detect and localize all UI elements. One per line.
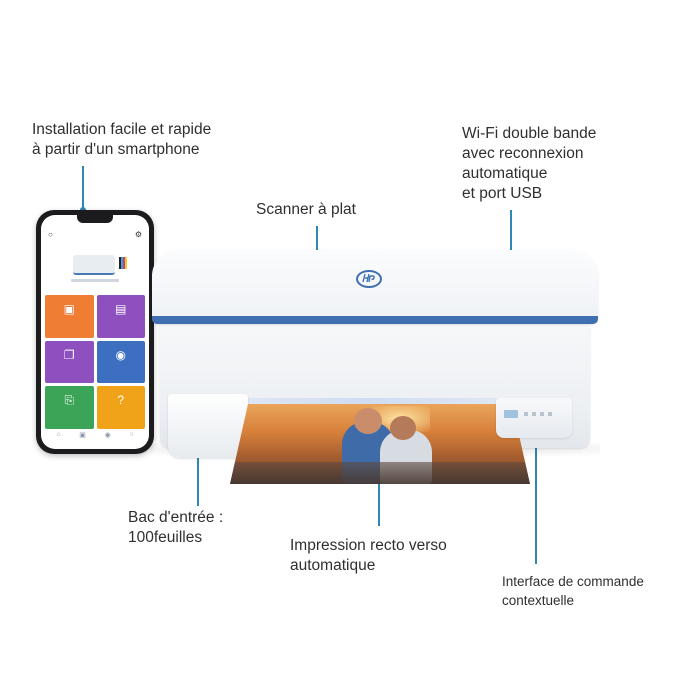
photo-person-head — [390, 416, 416, 440]
app-tile: ◉ — [96, 340, 145, 384]
app-tile-grid: ▣ ▤ ❐ ◉ ⎘ ? — [45, 295, 145, 429]
callout-smartphone: Installation facile et rapide à partir d… — [32, 121, 212, 158]
callout-input-tray: Bac d'entrée : 100feuilles — [128, 509, 224, 546]
hp-logo — [356, 270, 382, 288]
output-slot — [232, 398, 502, 406]
app-header: ○ ⚙ — [41, 227, 149, 243]
leader-line-smartphone — [82, 166, 84, 212]
bell-icon: ○ — [48, 230, 53, 239]
smartphone-screen: ○ ⚙ ▣ ▤ ❐ ◉ ⎘ ? ⌂ ▣ ◉ ○ — [41, 215, 149, 449]
gear-icon: ⚙ — [134, 230, 142, 239]
help-icon: ? — [117, 393, 125, 408]
callout-wifi: Wi-Fi double bande avec reconnexion auto… — [462, 125, 597, 202]
printed-photo — [230, 404, 530, 484]
leader-line-input-tray — [197, 452, 199, 506]
leader-line-wifi — [510, 210, 512, 262]
scanner-lid-band — [152, 316, 598, 324]
app-tile: ▣ — [45, 295, 94, 338]
app-status-line — [71, 279, 119, 282]
app-printer-image — [73, 255, 115, 275]
app-tile: ⎘ — [45, 386, 94, 429]
gift-icon: ◉ — [104, 432, 111, 439]
callout-scanner: Scanner à plat — [256, 201, 356, 218]
photo-foreground — [230, 462, 530, 484]
control-panel-display — [504, 410, 518, 418]
leader-line-interface — [535, 422, 537, 564]
printer-icon: ▣ — [79, 432, 86, 439]
leader-line-scanner — [316, 226, 318, 262]
smartphone-image: ○ ⚙ ▣ ▤ ❐ ◉ ⎘ ? ⌂ ▣ ◉ ○ — [36, 210, 154, 454]
app-tile: ▤ — [96, 295, 145, 338]
leader-line-duplex — [378, 474, 380, 526]
app-tile: ? — [96, 386, 145, 429]
smartphone-notch — [77, 215, 113, 223]
callout-interface: Interface de commande contextuelle — [502, 574, 644, 608]
scan-icon: ▣ — [63, 302, 75, 316]
photo-person-head — [354, 408, 382, 434]
document-icon: ▤ — [115, 302, 127, 316]
print-icon: ⎘ — [64, 393, 75, 408]
control-panel — [496, 398, 572, 438]
account-icon: ○ — [129, 431, 134, 438]
hp-logo-mark — [362, 273, 375, 283]
mobile-fax-icon: ◉ — [115, 347, 126, 362]
app-bottom-nav: ⌂ ▣ ◉ ○ — [47, 431, 143, 441]
app-tile: ❐ — [45, 340, 94, 384]
callout-duplex: Impression recto verso automatique — [290, 537, 447, 574]
scanner-lid — [152, 250, 598, 324]
copy-icon: ❐ — [63, 347, 75, 362]
input-tray — [168, 394, 248, 458]
app-ink-levels — [119, 257, 127, 269]
control-panel-buttons — [524, 412, 554, 416]
home-icon: ⌂ — [56, 431, 61, 438]
